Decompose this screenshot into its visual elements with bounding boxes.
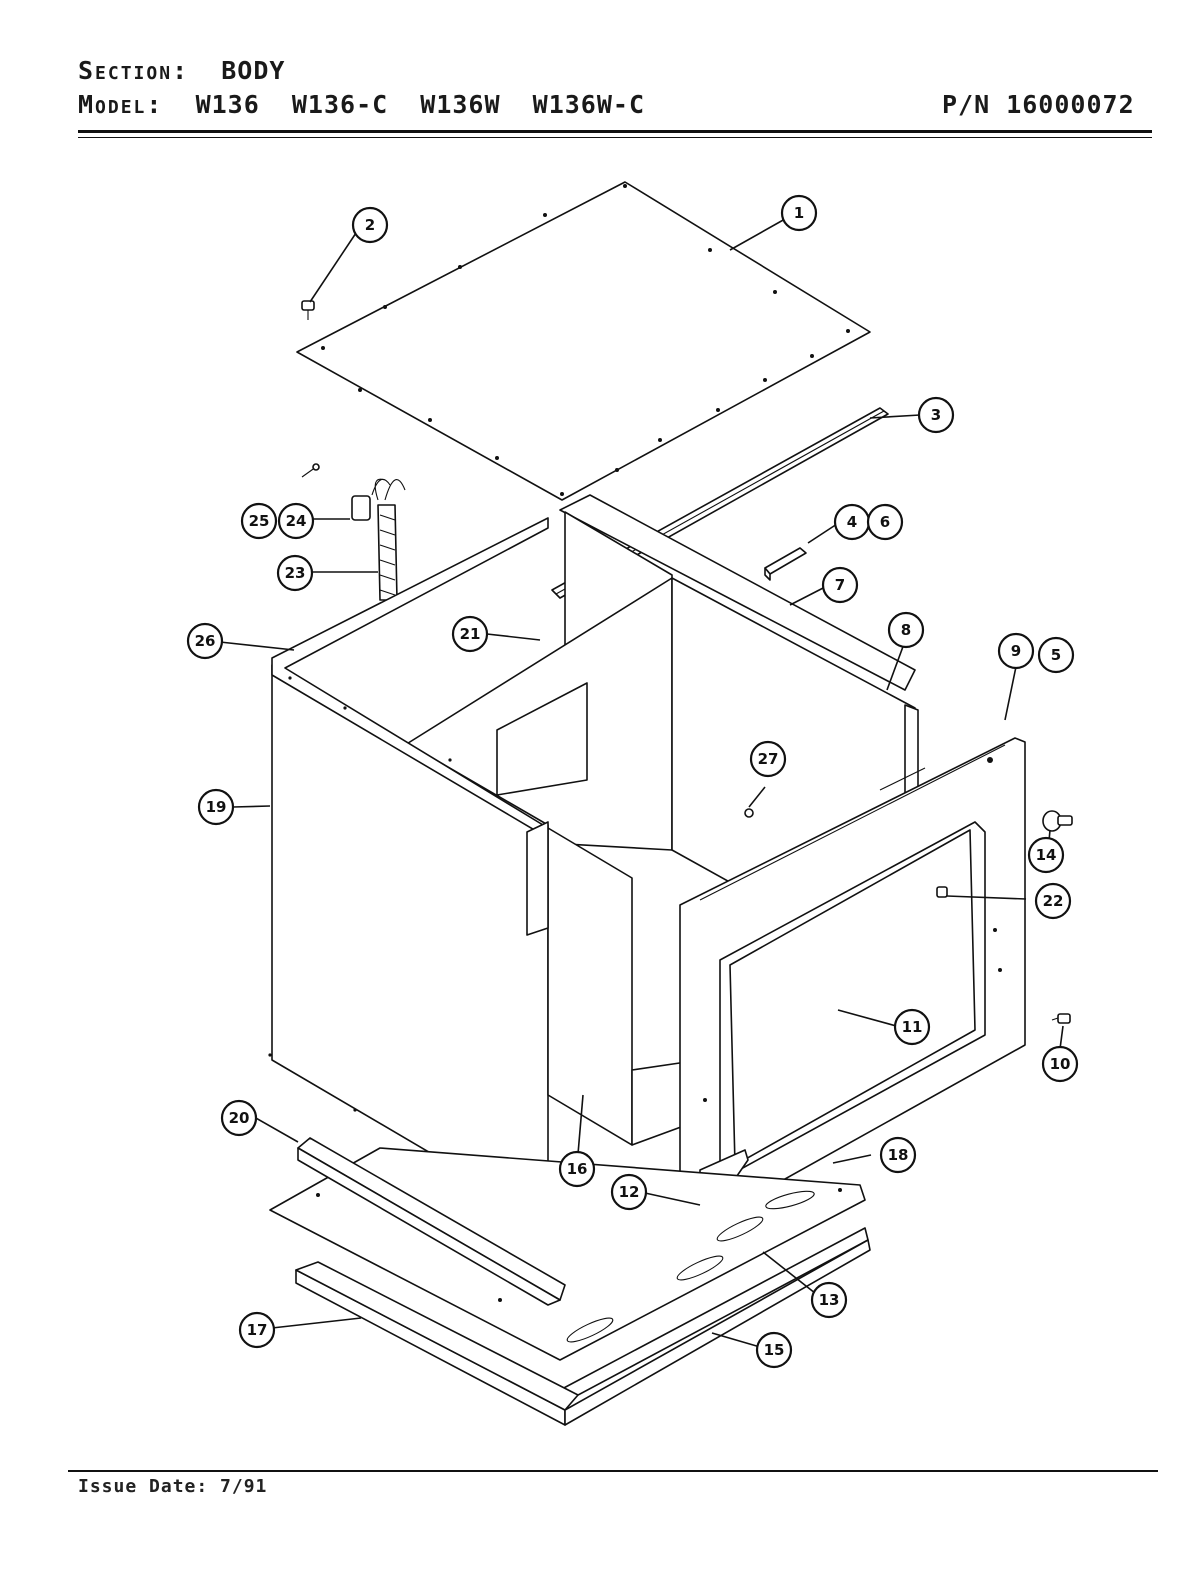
footer-rule bbox=[68, 1470, 1158, 1472]
callout-11: 11 bbox=[893, 1008, 931, 1046]
callout-9: 9 bbox=[997, 632, 1035, 670]
callout-24: 24 bbox=[277, 502, 315, 540]
callout-12-label: 12 bbox=[619, 1183, 640, 1201]
door-clip bbox=[936, 886, 948, 898]
callout-26-label: 26 bbox=[195, 632, 216, 650]
callout-27-label: 27 bbox=[758, 750, 779, 768]
callout-14: 14 bbox=[1027, 836, 1065, 874]
callout-20-label: 20 bbox=[229, 1109, 250, 1127]
callout-23-label: 23 bbox=[285, 564, 306, 582]
callout-25: 25 bbox=[240, 502, 278, 540]
callout-1-label: 1 bbox=[794, 204, 804, 222]
callout-9-label: 9 bbox=[1011, 642, 1021, 660]
model-header: Model: W136 W136-C W136W W136W-C bbox=[78, 90, 645, 119]
callout-10: 10 bbox=[1041, 1045, 1079, 1083]
front-frame bbox=[679, 737, 1026, 1233]
callout-12: 12 bbox=[610, 1173, 648, 1211]
callout-1: 1 bbox=[780, 194, 818, 232]
callout-22: 22 bbox=[1034, 882, 1072, 920]
callout-7-label: 7 bbox=[835, 576, 845, 594]
power-cord bbox=[301, 463, 406, 601]
callout-5-label: 5 bbox=[1051, 646, 1061, 664]
callout-26: 26 bbox=[186, 622, 224, 660]
callout-10-label: 10 bbox=[1050, 1055, 1071, 1073]
callout-3: 3 bbox=[917, 396, 955, 434]
callout-23: 23 bbox=[276, 554, 314, 592]
callout-18: 18 bbox=[879, 1136, 917, 1174]
callout-6-label: 6 bbox=[880, 513, 890, 531]
bracket bbox=[764, 547, 807, 581]
callout-25-label: 25 bbox=[249, 512, 270, 530]
callout-5: 5 bbox=[1037, 636, 1075, 674]
callout-8: 8 bbox=[887, 611, 925, 649]
model-label: Model: bbox=[78, 90, 164, 119]
section-header: Section: BODY bbox=[78, 56, 285, 85]
callout-21-label: 21 bbox=[460, 625, 481, 643]
issue-date: Issue Date: 7/91 bbox=[78, 1476, 268, 1497]
frame-screw bbox=[1051, 1013, 1071, 1024]
top-screw bbox=[301, 300, 315, 320]
header-rule bbox=[78, 130, 1152, 133]
header-rule-thin bbox=[78, 137, 1152, 138]
model-list: W136 W136-C W136W W136W-C bbox=[195, 90, 645, 119]
callout-8-label: 8 bbox=[901, 621, 911, 639]
callout-4: 4 bbox=[833, 503, 871, 541]
callout-13: 13 bbox=[810, 1281, 848, 1319]
callout-24-label: 24 bbox=[286, 512, 307, 530]
callout-22-label: 22 bbox=[1043, 892, 1064, 910]
callout-4-label: 4 bbox=[847, 513, 857, 531]
rivet bbox=[744, 808, 754, 818]
callout-14-label: 14 bbox=[1036, 846, 1057, 864]
callout-16-label: 16 bbox=[567, 1160, 588, 1178]
callout-7: 7 bbox=[821, 566, 859, 604]
callout-20: 20 bbox=[220, 1099, 258, 1137]
callout-15: 15 bbox=[755, 1331, 793, 1369]
leader-lines bbox=[219, 218, 1064, 1348]
callout-2-label: 2 bbox=[365, 216, 375, 234]
base-pan bbox=[269, 1137, 871, 1426]
callout-11-label: 11 bbox=[902, 1018, 923, 1036]
callout-15-label: 15 bbox=[764, 1341, 785, 1359]
callout-3-label: 3 bbox=[931, 406, 941, 424]
callout-16: 16 bbox=[558, 1150, 596, 1188]
callout-17-label: 17 bbox=[247, 1321, 268, 1339]
callout-27: 27 bbox=[749, 740, 787, 778]
callout-2: 2 bbox=[351, 206, 389, 244]
callout-19-label: 19 bbox=[206, 798, 227, 816]
callout-17: 17 bbox=[238, 1311, 276, 1349]
callout-21: 21 bbox=[451, 615, 489, 653]
top-panel bbox=[296, 181, 871, 501]
callout-19: 19 bbox=[197, 788, 235, 826]
section-label: Section: bbox=[78, 56, 190, 85]
door-knob bbox=[1042, 810, 1073, 832]
callout-13-label: 13 bbox=[819, 1291, 840, 1309]
part-number: P/N 16000072 bbox=[942, 90, 1135, 119]
callout-18-label: 18 bbox=[888, 1146, 909, 1164]
callout-6: 6 bbox=[866, 503, 904, 541]
section-value: BODY bbox=[221, 56, 286, 85]
